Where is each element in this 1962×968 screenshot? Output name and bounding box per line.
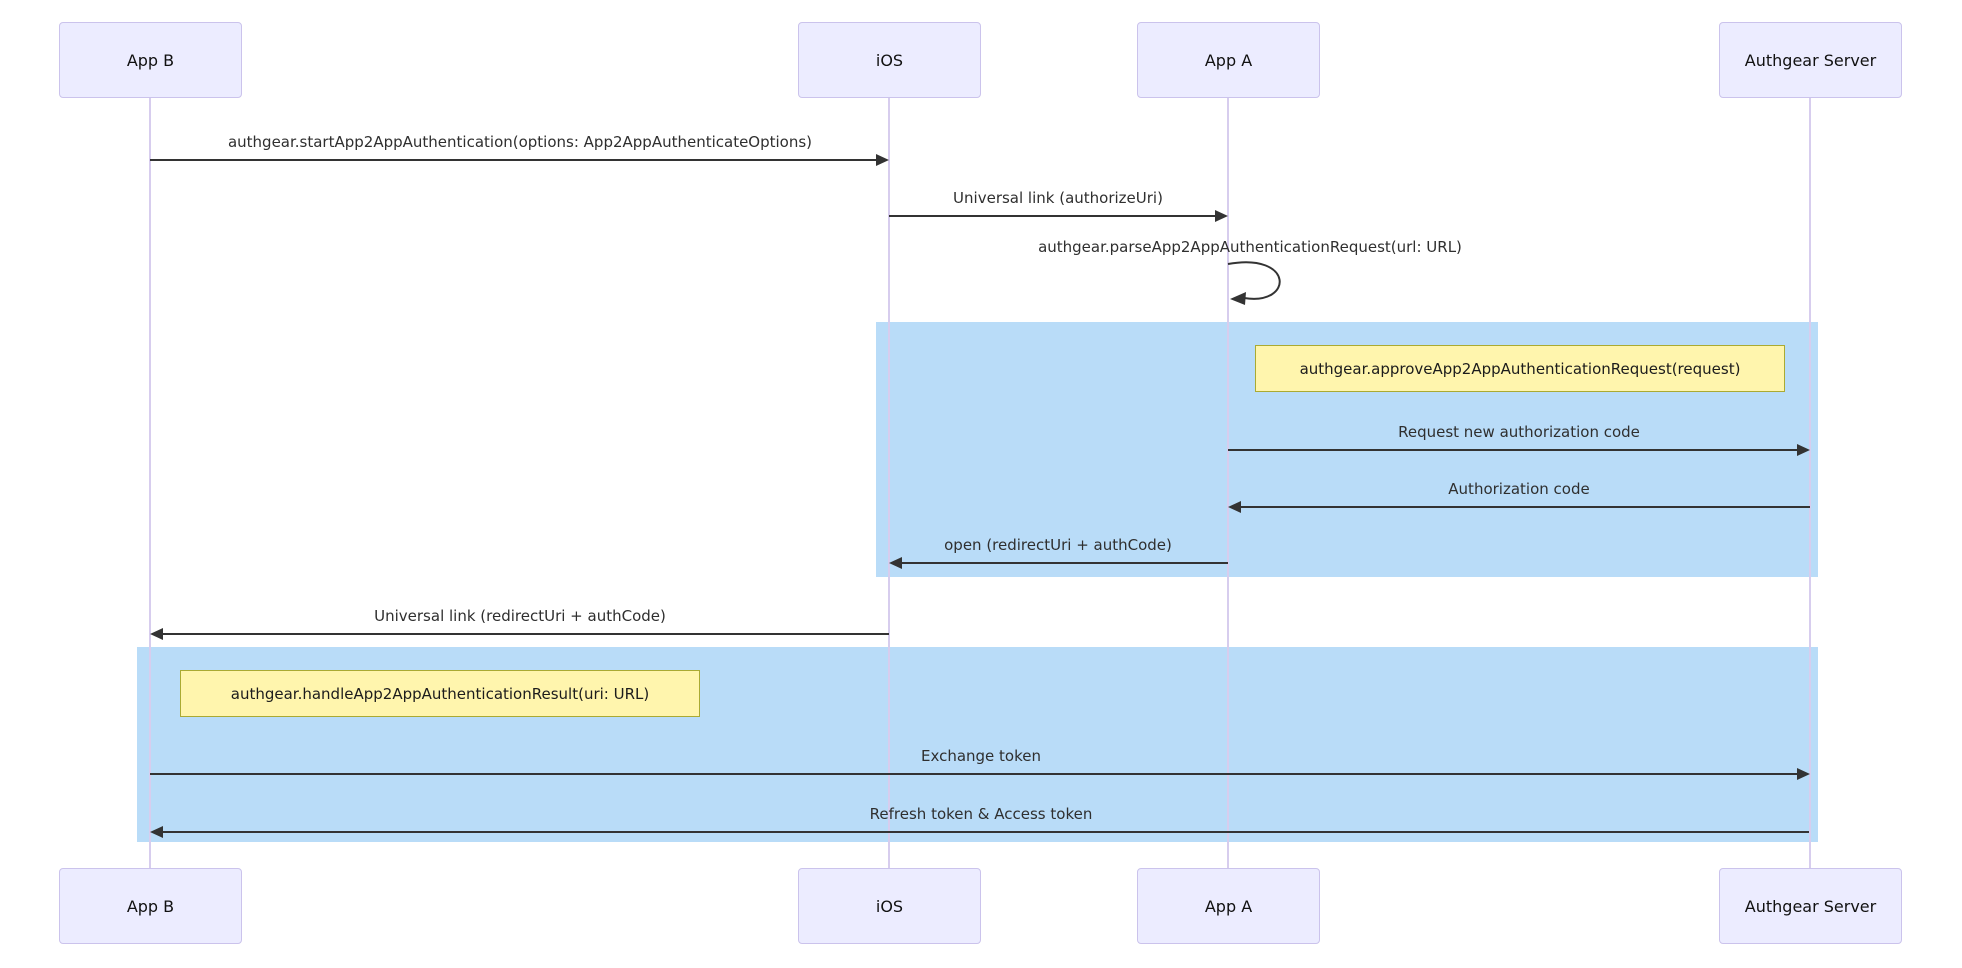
- message-7-line: [161, 633, 889, 635]
- actor-label: App B: [126, 50, 175, 70]
- message-3-label: authgear.parseApp2AppAuthenticationReque…: [1038, 238, 1462, 256]
- message-5-arrowhead: [1228, 501, 1241, 513]
- message-2-label: Universal link (authorizeUri): [953, 189, 1163, 207]
- actor-top-app-b: App B: [59, 22, 242, 98]
- message-8-arrowhead: [1797, 768, 1810, 780]
- actor-bottom-app-b: App B: [59, 868, 242, 944]
- actor-bottom-ios: iOS: [798, 868, 981, 944]
- message-2-arrowhead: [1215, 210, 1228, 222]
- message-1-line: [150, 159, 876, 161]
- message-9-label: Refresh token & Access token: [869, 805, 1093, 823]
- note-1-label: authgear.approveApp2AppAuthenticationReq…: [1299, 359, 1741, 378]
- message-6-line: [900, 562, 1228, 564]
- actor-label: App B: [126, 896, 175, 916]
- message-2-line: [889, 215, 1217, 217]
- message-1-label: authgear.startApp2AppAuthentication(opti…: [227, 133, 813, 151]
- actor-top-authgear-server: Authgear Server: [1719, 22, 1902, 98]
- actor-label: iOS: [875, 896, 904, 916]
- message-4-line: [1228, 449, 1799, 451]
- self-loop-arrow: [1227, 261, 1281, 305]
- self-loop-arrowhead: [1230, 292, 1246, 305]
- actor-label: Authgear Server: [1744, 896, 1877, 916]
- message-7-arrowhead: [150, 628, 163, 640]
- message-4-label: Request new authorization code: [1398, 423, 1640, 441]
- actor-top-app-a: App A: [1137, 22, 1320, 98]
- message-4-arrowhead: [1797, 444, 1810, 456]
- message-8-label: Exchange token: [920, 747, 1042, 765]
- self-loop-path: [1227, 261, 1281, 300]
- note-1: authgear.approveApp2AppAuthenticationReq…: [1255, 345, 1785, 392]
- message-9-line: [161, 831, 1809, 833]
- message-5-line: [1239, 506, 1810, 508]
- message-6-arrowhead: [889, 557, 902, 569]
- lifeline-app-a: [1227, 98, 1229, 868]
- message-6-label: open (redirectUri + authCode): [944, 536, 1172, 554]
- message-1-arrowhead: [876, 154, 889, 166]
- actor-top-ios: iOS: [798, 22, 981, 98]
- note-2: authgear.handleApp2AppAuthenticationResu…: [180, 670, 700, 717]
- lifeline-authgear-server: [1809, 98, 1811, 868]
- actor-bottom-app-a: App A: [1137, 868, 1320, 944]
- message-9-arrowhead: [150, 826, 163, 838]
- message-5-label: Authorization code: [1448, 480, 1590, 498]
- actor-label: App A: [1204, 896, 1253, 916]
- message-7-label: Universal link (redirectUri + authCode): [374, 607, 666, 625]
- actor-label: App A: [1204, 50, 1253, 70]
- message-8-line: [150, 773, 1797, 775]
- actor-bottom-authgear-server: Authgear Server: [1719, 868, 1902, 944]
- note-2-label: authgear.handleApp2AppAuthenticationResu…: [230, 684, 650, 703]
- lifeline-app-b: [149, 98, 151, 868]
- lifeline-ios: [888, 98, 890, 868]
- actor-label: iOS: [875, 50, 904, 70]
- actor-label: Authgear Server: [1744, 50, 1877, 70]
